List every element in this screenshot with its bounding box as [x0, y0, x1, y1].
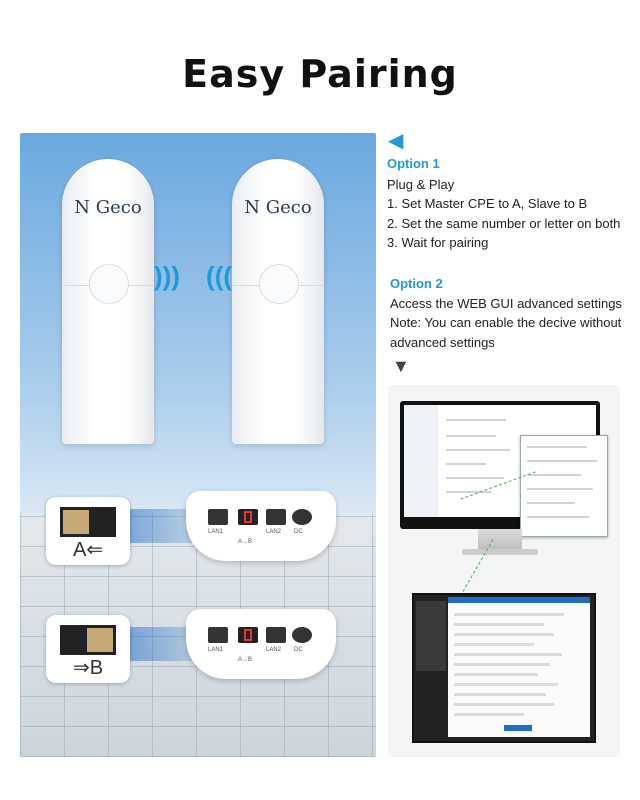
save-button[interactable] — [504, 725, 532, 731]
gui-sidebar — [404, 405, 438, 517]
wifi-signal-icon: ))) — [206, 261, 232, 291]
wireless-settings-screenshot — [412, 593, 596, 743]
triangle-left-icon: ◀ — [388, 130, 404, 152]
wifi-signal-icon: ))) — [154, 261, 180, 291]
option2-line: Access the WEB GUI advanced settings — [390, 296, 622, 311]
dc-port — [292, 627, 312, 643]
monitor-base — [462, 549, 538, 555]
web-gui-screenshots — [388, 385, 620, 757]
device-logo: N Geco — [244, 197, 312, 218]
port-label: LAN1 — [208, 647, 224, 653]
port-label: DC — [294, 647, 303, 653]
option2-line: Note: You can enable the decive without — [390, 315, 622, 330]
port-label: LAN2 — [266, 647, 282, 653]
switch-a-label: A⇐ — [72, 539, 104, 561]
port-label: A→B — [238, 539, 253, 545]
cpe-device-right: N Geco — [232, 159, 324, 444]
option1-line: Plug & Play — [387, 177, 455, 192]
lan1-port — [208, 627, 228, 643]
switch-a-card: A⇐ — [46, 497, 130, 565]
device-logo: N Geco — [74, 197, 142, 218]
network-settings-dialog — [520, 435, 608, 537]
lan2-port — [266, 627, 286, 643]
wifi-badge-icon — [89, 264, 129, 304]
option2-line: advanced settings — [390, 335, 495, 350]
dip-dial — [238, 627, 258, 643]
dip-switch-a — [60, 507, 116, 537]
port-label: DC — [294, 529, 303, 535]
port-panel-top: LAN1 A→B LAN2 DC — [186, 491, 336, 561]
settings-panel — [448, 601, 590, 737]
port-label: A→B — [238, 657, 253, 663]
option2-title: Option 2 — [390, 276, 443, 291]
dip-dial — [238, 509, 258, 525]
monitor-stand — [478, 529, 522, 551]
triangle-down-icon: ▼ — [392, 356, 410, 376]
option1-title: Option 1 — [387, 156, 440, 171]
port-label: LAN1 — [208, 529, 224, 535]
option1-line: 3. Wait for pairing — [387, 235, 489, 250]
lan1-port — [208, 509, 228, 525]
settings-header — [448, 597, 590, 603]
port-panel-bottom: LAN1 A→B LAN2 DC — [186, 609, 336, 679]
dc-port — [292, 509, 312, 525]
page-title: Easy Pairing — [182, 52, 458, 96]
cpe-device-left: N Geco — [62, 159, 154, 444]
lan2-port — [266, 509, 286, 525]
monitor-screenshot — [400, 401, 608, 537]
dip-switch-b — [60, 625, 116, 655]
wifi-badge-icon — [259, 264, 299, 304]
settings-sidebar — [416, 601, 446, 671]
switch-b-card: ⇒B — [46, 615, 130, 683]
product-photo: N Geco N Geco ))) ))) A⇐ ⇒B LAN1 A→B LAN… — [20, 133, 376, 757]
option1-line: 2. Set the same number or letter on both — [387, 216, 621, 231]
option1-line: 1. Set Master CPE to A, Slave to B — [387, 196, 588, 211]
port-label: LAN2 — [266, 529, 282, 535]
switch-b-label: ⇒B — [72, 657, 104, 679]
